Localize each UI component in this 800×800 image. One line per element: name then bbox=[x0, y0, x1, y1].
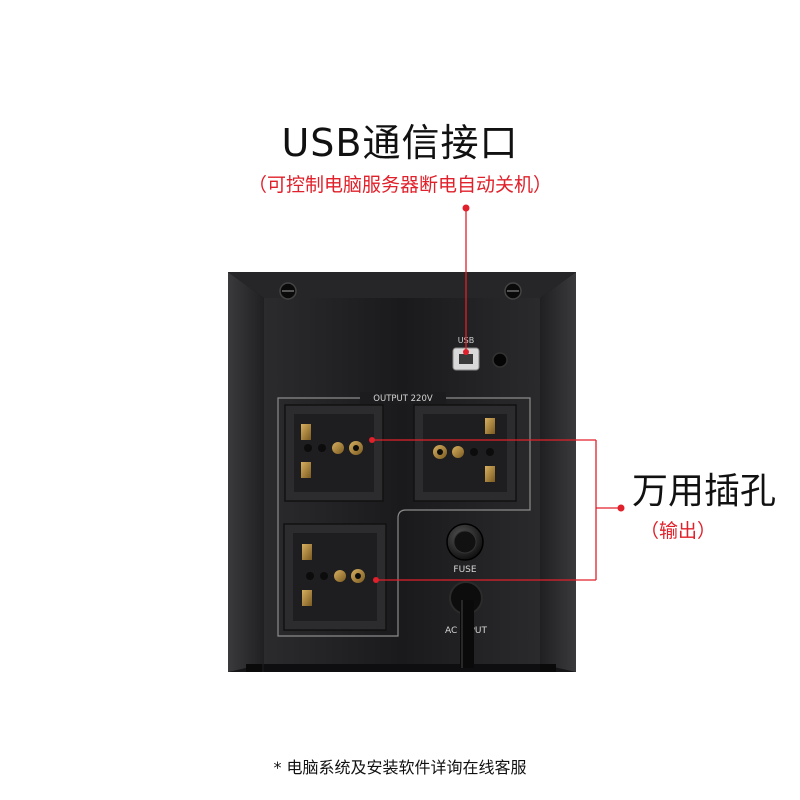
usb-callout-subtitle: （可控制电脑服务器断电自动关机） bbox=[247, 174, 552, 196]
usb-callout-title: USB通信接口 bbox=[281, 121, 519, 165]
output-frame bbox=[277, 397, 531, 637]
outlet-callout-title: 万用插孔 bbox=[632, 471, 777, 512]
screw-left bbox=[279, 282, 297, 300]
fuse-holder[interactable] bbox=[446, 523, 484, 561]
fuse-label: FUSE bbox=[453, 565, 476, 575]
outlet-callout-line bbox=[369, 437, 625, 583]
foot-left bbox=[246, 664, 262, 672]
outlet-callout-subtitle: （输出） bbox=[640, 520, 717, 542]
foot-right bbox=[540, 664, 556, 672]
ac-power-cord bbox=[449, 581, 483, 668]
output-label: OUTPUT 220V bbox=[373, 394, 433, 404]
ups-housing bbox=[228, 272, 576, 672]
screw-right bbox=[504, 282, 522, 300]
footnote: * 电脑系统及安装软件详询在线客服 bbox=[273, 758, 527, 777]
outlet-socket-3[interactable] bbox=[283, 523, 387, 631]
outlet-socket-1[interactable] bbox=[284, 404, 384, 502]
usb-callout-line bbox=[462, 204, 470, 355]
outlet-socket-2[interactable] bbox=[413, 404, 517, 502]
reset-button[interactable] bbox=[492, 352, 508, 368]
